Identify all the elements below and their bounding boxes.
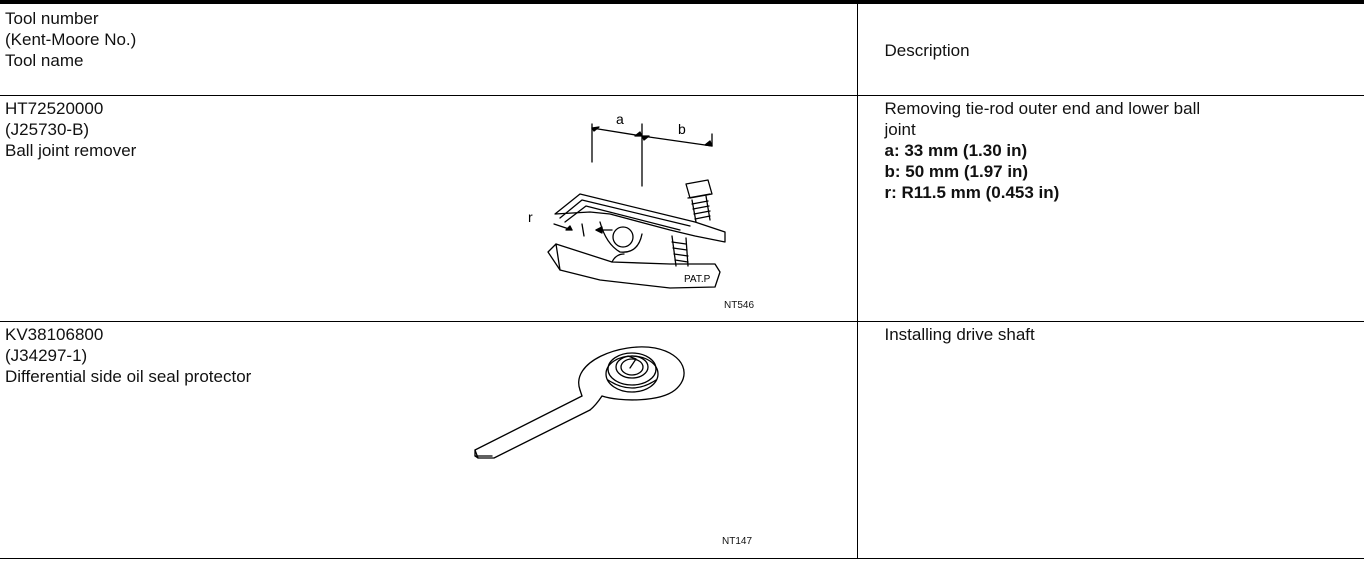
- table-header-row: Tool number (Kent-Moore No.) Tool name D…: [0, 4, 1364, 96]
- header-tool-name: Tool name: [5, 51, 84, 70]
- special-service-tools-table: Tool number (Kent-Moore No.) Tool name D…: [0, 4, 1364, 559]
- description-cell: Removing tie-rod outer end and lower bal…: [857, 95, 1364, 322]
- tool-cell-ball-joint-remover: HT72520000 (J25730-B) Ball joint remover…: [0, 95, 858, 322]
- description-cell: Installing drive shaft: [857, 321, 1364, 559]
- spec-b: b: 50 mm (1.97 in): [884, 162, 1029, 181]
- tool-number: HT72520000: [5, 99, 104, 118]
- description-line: Removing tie-rod outer end and lower bal…: [884, 99, 1201, 118]
- header-kent-moore: (Kent-Moore No.): [5, 30, 137, 49]
- dimension-label-r: r: [528, 209, 533, 225]
- dimension-label-b: b: [678, 121, 686, 137]
- tool-number: KV38106800: [5, 325, 104, 344]
- spec-a: a: 33 mm (1.30 in): [884, 141, 1028, 160]
- header-tool-number: Tool number: [5, 9, 99, 28]
- figure-code: NT147: [722, 536, 753, 547]
- header-description-cell: Description: [857, 4, 1364, 96]
- kent-moore-number: (J25730-B): [5, 120, 90, 139]
- description-line: joint: [884, 120, 916, 139]
- top-rule: [0, 0, 1364, 4]
- spec-r: r: R11.5 mm (0.453 in): [884, 183, 1060, 202]
- oil-seal-protector-illustration: [474, 346, 685, 459]
- table-row: KV38106800 (J34297-1) Differential side …: [0, 321, 1364, 559]
- ball-joint-remover-illustration: a b: [528, 111, 726, 289]
- tool-cell-oil-seal-protector: KV38106800 (J34297-1) Differential side …: [0, 321, 858, 559]
- header-tool-cell: Tool number (Kent-Moore No.) Tool name: [0, 4, 858, 96]
- tool-name: Differential side oil seal protector: [5, 367, 252, 386]
- header-description: Description: [884, 41, 970, 60]
- table-row: HT72520000 (J25730-B) Ball joint remover…: [0, 95, 1364, 322]
- tool-name: Ball joint remover: [5, 141, 137, 160]
- description-line: Installing drive shaft: [884, 325, 1035, 344]
- tool-stamp-patp: PAT.P: [684, 274, 711, 285]
- figure-code: NT546: [724, 300, 755, 311]
- dimension-label-a: a: [616, 111, 624, 127]
- kent-moore-number: (J34297-1): [5, 346, 88, 365]
